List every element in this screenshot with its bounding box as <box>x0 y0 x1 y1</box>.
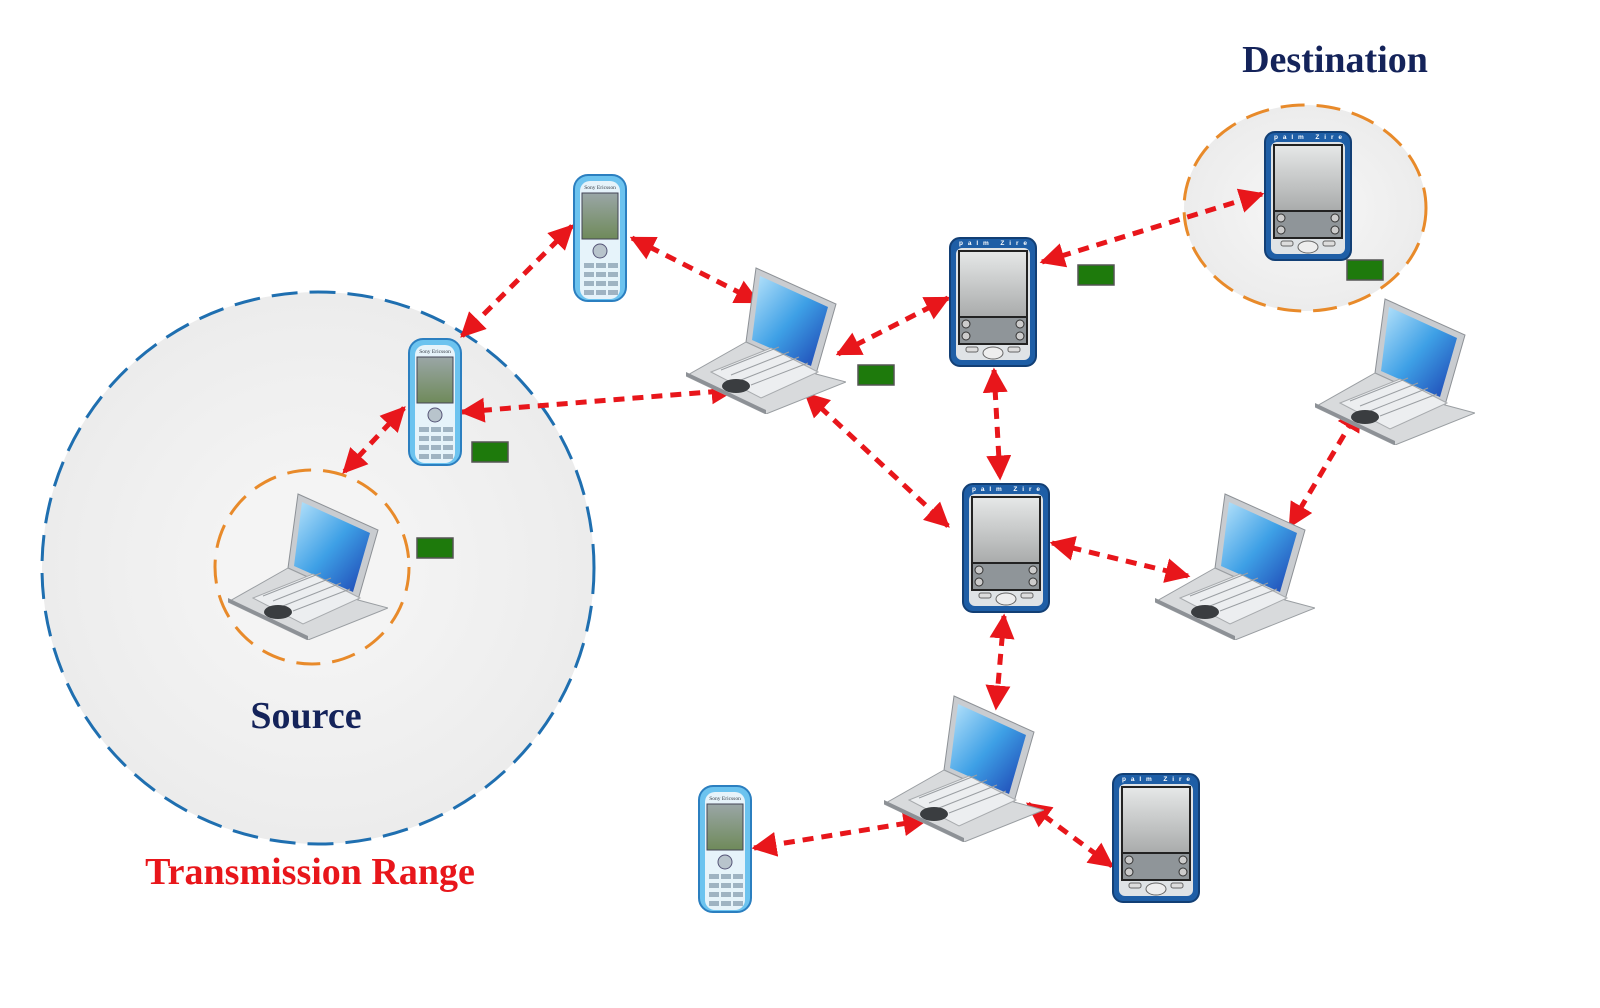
link-arrow <box>1025 801 1115 869</box>
laptop-node <box>1315 298 1475 445</box>
pda-logo: palm Zire <box>959 240 1027 247</box>
link-arrow <box>751 811 929 857</box>
mobile-phone-node <box>698 785 752 913</box>
link-arrow <box>629 235 761 305</box>
pda-logo: palm Zire <box>972 486 1040 493</box>
data-packet <box>857 364 895 386</box>
pda-node <box>949 237 1037 367</box>
link-arrow <box>1039 188 1265 268</box>
link-arrow <box>985 613 1015 711</box>
link-arrow <box>804 392 950 528</box>
laptop-node <box>884 695 1044 842</box>
link-arrow <box>1287 405 1363 529</box>
destination-label: Destination <box>1242 39 1428 81</box>
data-packet <box>471 441 509 463</box>
link-arrow <box>459 379 737 423</box>
mobile-phone-node <box>573 174 627 302</box>
phone-logo: Sony Ericsson <box>419 349 451 355</box>
pda-node <box>962 483 1050 613</box>
mobile-phone-node <box>408 338 462 466</box>
link-arrow <box>460 224 574 338</box>
data-packet <box>416 537 454 559</box>
data-packet <box>1346 259 1384 281</box>
link-arrow <box>342 406 406 474</box>
laptop-node <box>1155 493 1315 640</box>
phone-logo: Sony Ericsson <box>584 185 616 191</box>
pda-logo: palm Zire <box>1274 134 1342 141</box>
phone-logo: Sony Ericsson <box>709 796 741 802</box>
link-arrow <box>1049 536 1191 583</box>
source-label: Source <box>250 695 362 737</box>
link-arrow <box>835 295 951 357</box>
pda-destination-node <box>1264 131 1352 261</box>
link-arrow <box>982 367 1012 481</box>
pda-node <box>1112 773 1200 903</box>
data-packet <box>1077 264 1115 286</box>
pda-logo: palm Zire <box>1122 776 1190 783</box>
transmission-range-label: Transmission Range <box>145 851 475 893</box>
